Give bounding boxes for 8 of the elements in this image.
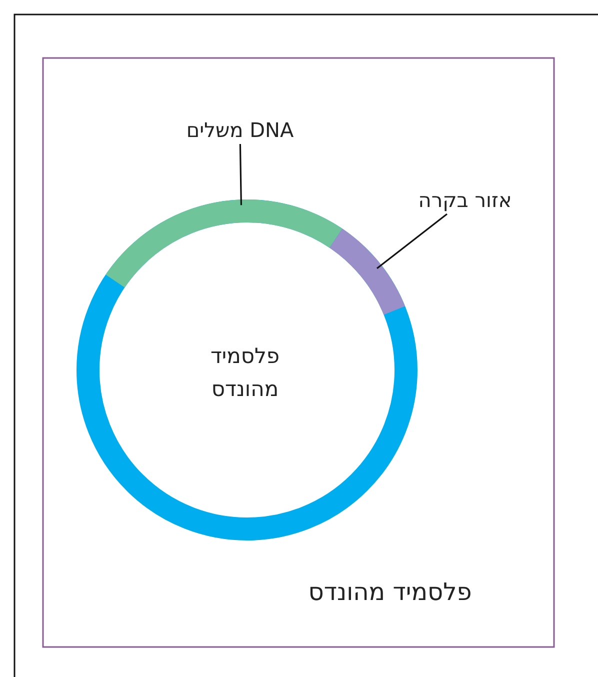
leader-line — [239, 144, 242, 206]
region-label: אזור בקרה — [418, 188, 512, 212]
caption: פלסמיד מהונדס — [308, 578, 472, 606]
leader-line — [376, 213, 448, 270]
control-region-segment — [328, 229, 405, 316]
dna-label: DNA משלים — [186, 118, 294, 142]
center-label: פלסמיד מהונדס — [209, 343, 281, 403]
dna-segment — [106, 200, 342, 288]
